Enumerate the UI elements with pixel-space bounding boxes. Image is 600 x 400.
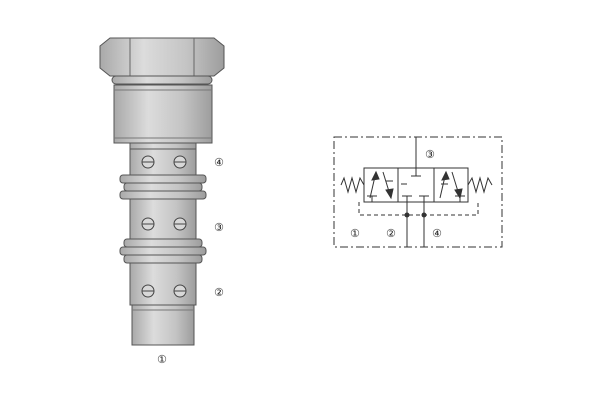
pilot-line <box>358 202 479 216</box>
cartridge-valve <box>99 37 225 346</box>
junction-dot-right <box>421 212 427 218</box>
cartridge-port-label-1: ① <box>157 353 167 366</box>
envelope-left <box>363 167 399 203</box>
envelope-right <box>433 167 469 203</box>
symbol-port-label-1: ① <box>350 227 360 240</box>
o-ring <box>111 75 213 85</box>
symbol-port-label-4: ④ <box>432 227 442 240</box>
spring-right <box>467 176 493 194</box>
cartridge-port-label-2: ② <box>214 286 224 299</box>
symbol-port-label-3: ③ <box>425 148 435 161</box>
hex-nut <box>99 37 225 77</box>
cartridge-port-holes <box>141 155 187 298</box>
cartridge-port-label-4: ④ <box>214 156 224 169</box>
thread-section <box>113 84 213 144</box>
cartridge-port-label-3: ③ <box>214 221 224 234</box>
hydraulic-symbol <box>333 136 503 248</box>
spring-left <box>340 176 365 194</box>
symbol-port-label-2: ② <box>386 227 396 240</box>
junction-dot-left <box>404 212 410 218</box>
symbol-enclosure <box>333 136 503 248</box>
bottom-port-body <box>131 304 195 346</box>
